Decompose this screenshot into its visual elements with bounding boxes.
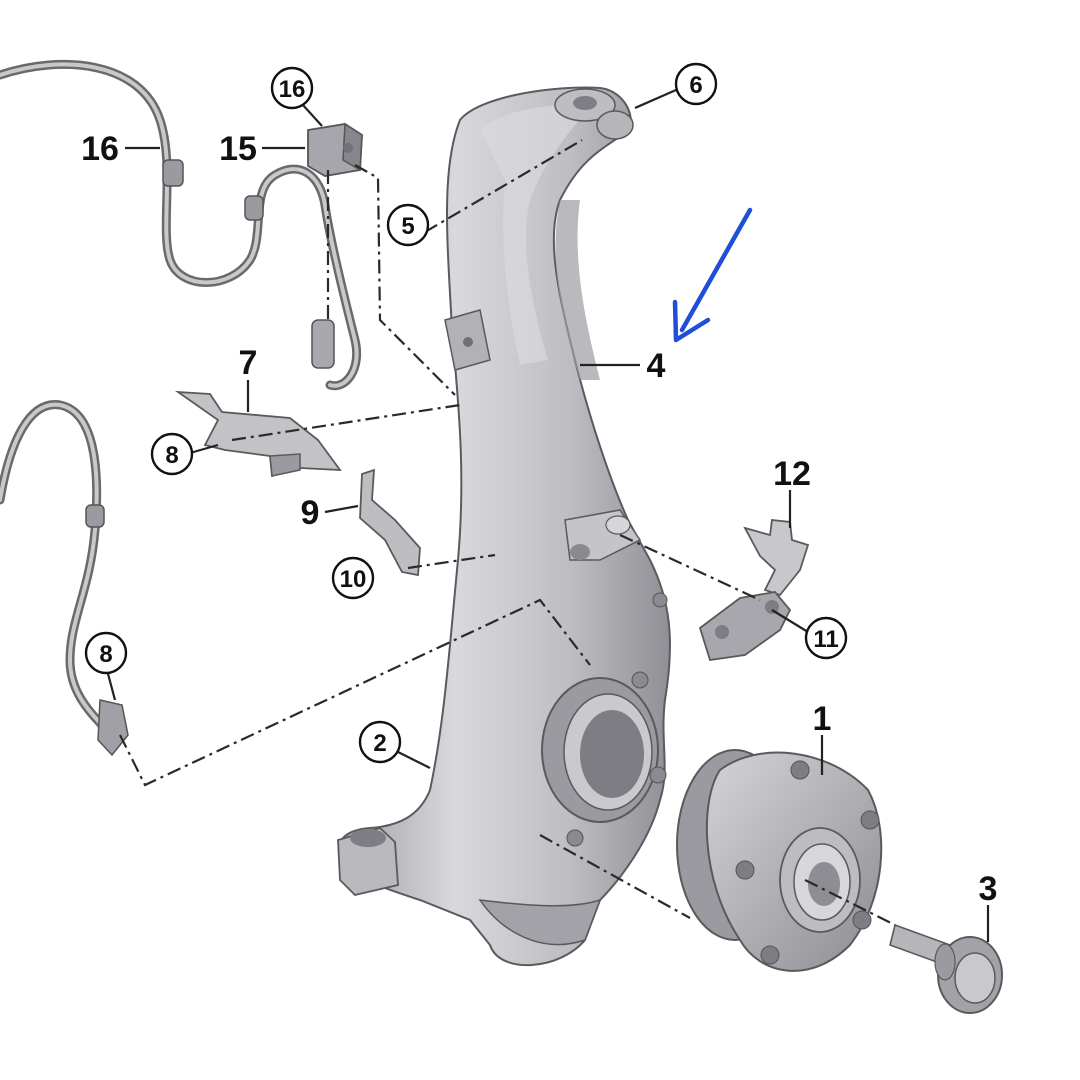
callout-3: 3 — [979, 870, 998, 908]
callout-2: 2 — [358, 720, 402, 764]
callout-11: 12 — [773, 455, 811, 493]
part-12-plate — [698, 591, 792, 661]
svg-text:4: 4 — [647, 347, 666, 385]
part-8-abs-cable-lower — [0, 400, 129, 757]
svg-text:1: 1 — [813, 700, 832, 738]
leader-lines — [105, 88, 990, 942]
callout-8-lower: 8 — [84, 631, 128, 675]
svg-text:11: 11 — [813, 626, 838, 653]
part-7-bracket — [174, 390, 342, 478]
part-15-abs-cable — [0, 59, 361, 391]
part-11-shield — [743, 519, 810, 597]
callout-1: 1 — [813, 700, 832, 738]
svg-text:8: 8 — [165, 442, 178, 469]
part-4-steering-knuckle — [337, 86, 671, 966]
callout-5: 5 — [386, 203, 430, 247]
callout-9: 9 — [301, 494, 320, 532]
part-9-clip — [359, 468, 421, 577]
svg-text:15: 15 — [219, 130, 257, 168]
svg-text:9: 9 — [301, 494, 320, 532]
callout-7: 7 — [239, 344, 258, 382]
part-3-bolt — [889, 923, 1003, 1014]
callout-6: 6 — [674, 62, 718, 106]
svg-text:10: 10 — [340, 566, 367, 593]
svg-text:16: 16 — [279, 76, 306, 103]
assembly-lines — [119, 139, 896, 926]
svg-text:7: 7 — [239, 344, 258, 382]
callout-10: 10 — [331, 556, 375, 600]
svg-text:6: 6 — [689, 72, 702, 99]
arrow-icon — [672, 207, 753, 343]
svg-text:3: 3 — [979, 870, 998, 908]
callout-16: 16 — [270, 66, 314, 110]
svg-text:5: 5 — [401, 213, 414, 240]
callout-12: 11 — [804, 616, 848, 660]
svg-text:16: 16 — [81, 130, 119, 168]
svg-text:2: 2 — [373, 730, 386, 757]
callout-15: 16 — [81, 130, 119, 168]
svg-text:8: 8 — [99, 641, 112, 668]
part-1-wheel-hub — [676, 749, 883, 972]
callout-14: 15 — [219, 130, 257, 168]
callout-8-upper: 8 — [150, 432, 194, 476]
part-14-connector — [307, 122, 363, 177]
svg-text:12: 12 — [773, 455, 811, 493]
callout-4: 4 — [647, 347, 666, 385]
